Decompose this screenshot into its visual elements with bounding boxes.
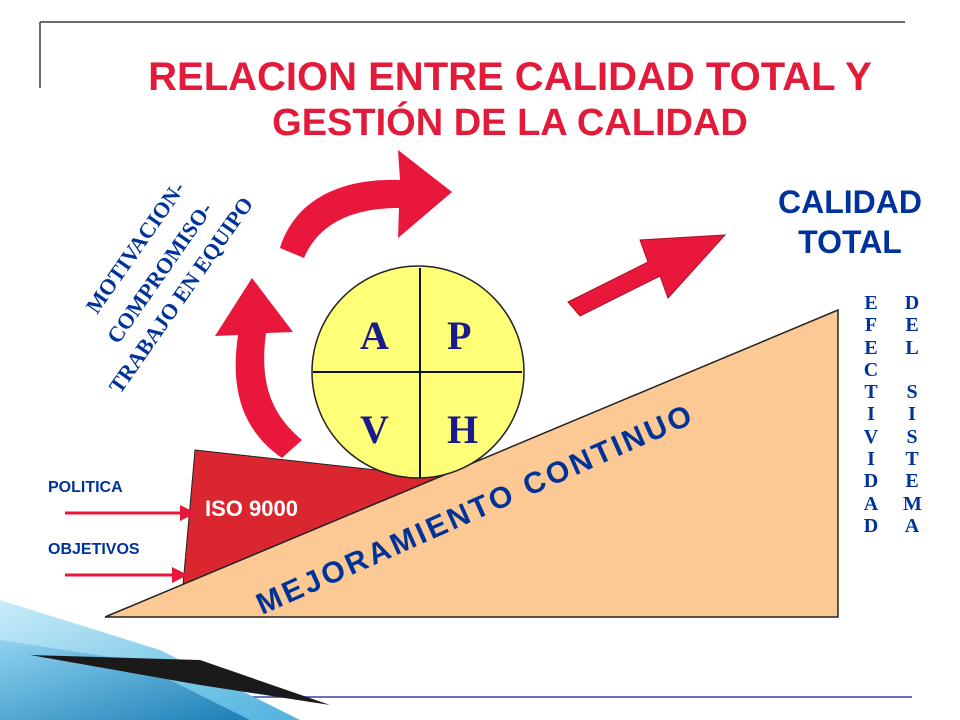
system-letter: S xyxy=(906,381,918,404)
objetivos-arrow xyxy=(65,567,188,583)
effectiveness-letter: A xyxy=(863,492,879,515)
system-letter: S xyxy=(906,425,918,448)
system-letter: A xyxy=(904,514,920,537)
politica-label: POLITICA xyxy=(48,479,123,496)
goal-arrow xyxy=(567,234,727,317)
system-letter: L xyxy=(905,336,919,359)
pdca-letter-h: H xyxy=(447,407,479,452)
iso-label: ISO 9000 xyxy=(205,496,298,521)
pdca-letter-p: P xyxy=(447,313,472,358)
pdca-letter-v: V xyxy=(360,407,389,452)
system-letter: T xyxy=(905,448,919,471)
effectiveness-letter: D xyxy=(863,470,879,493)
title-line-2: GESTIÓN DE LA CALIDAD xyxy=(272,102,748,144)
effectiveness-letter: E xyxy=(864,292,878,314)
pdca-letter-a: A xyxy=(360,313,389,358)
goal-label: CALIDAD TOTAL xyxy=(755,182,945,262)
effectiveness-letter: C xyxy=(863,358,879,381)
cycle-arrow-upper xyxy=(280,150,452,258)
title-line-1: RELACION ENTRE CALIDAD TOTAL Y xyxy=(148,55,872,99)
effectiveness-letter: F xyxy=(864,314,878,337)
system-letter: E xyxy=(905,470,919,493)
effectiveness-letter: D xyxy=(863,514,879,537)
goal-line-1: CALIDAD xyxy=(778,184,922,220)
effectiveness-letter: V xyxy=(863,425,879,448)
goal-line-2: TOTAL xyxy=(798,224,902,260)
system-letter: D xyxy=(904,292,920,314)
corner-chevron-dark xyxy=(30,655,330,705)
effectiveness-letter: T xyxy=(864,381,878,404)
politica-arrow xyxy=(65,505,196,521)
effectiveness-letter: E xyxy=(864,336,878,359)
system-letter xyxy=(903,359,921,381)
effectiveness-letter: I xyxy=(867,448,875,471)
system-letter: I xyxy=(908,403,916,426)
cycle-arrow-lower xyxy=(215,278,302,458)
system-letter: M xyxy=(903,492,922,515)
system-letter: E xyxy=(905,314,919,337)
objetivos-label: OBJETIVOS xyxy=(48,541,140,558)
effectiveness-letter: I xyxy=(867,403,875,426)
